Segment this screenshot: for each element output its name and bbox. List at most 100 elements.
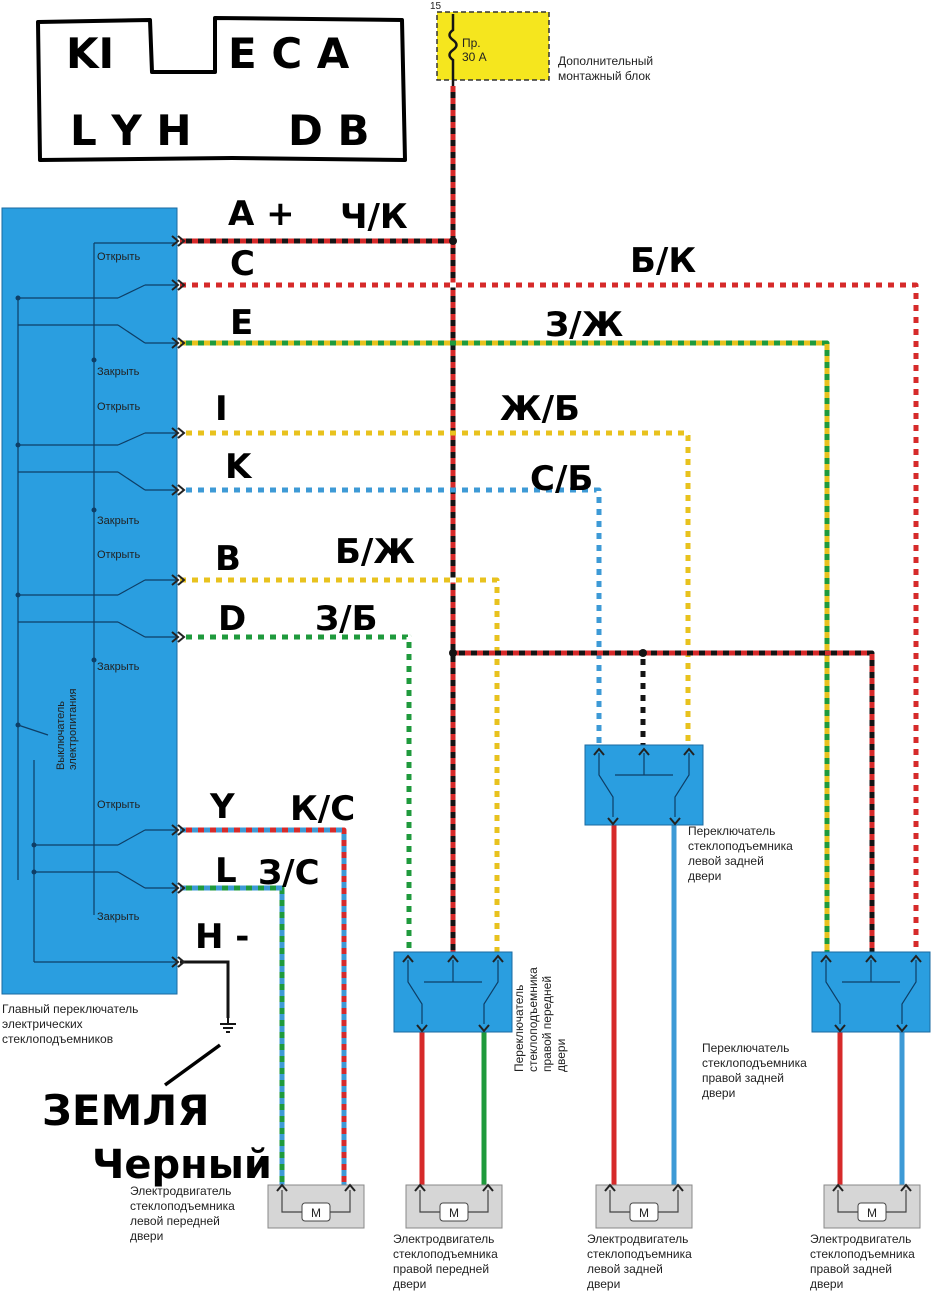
- wire-power-rear-right: [453, 650, 875, 960]
- switch-rear-right-in-arrow-3: [910, 954, 922, 963]
- handwritten-legend-box: [36, 16, 407, 162]
- motor-rear-left-label-2: стеклоподъемника: [587, 1247, 692, 1261]
- pin-e-label: E: [230, 303, 253, 343]
- color-k-label: С/Б: [530, 459, 593, 499]
- close-label-3: Закрыть: [97, 661, 140, 673]
- color-l-label: З/С: [258, 853, 320, 893]
- switch-rear-right-contact-1: [825, 960, 841, 1024]
- main-connector-arrow-1: [171, 235, 186, 247]
- switch-rear-right: [811, 951, 931, 1033]
- motor-front-left-leads: [281, 1190, 351, 1213]
- front-right-switch-label-2: стеклоподъемника: [526, 967, 540, 1072]
- switch-rear-left-contact-2: [674, 753, 690, 817]
- switch-rear-right-out-arrow-1: [834, 1024, 846, 1033]
- switch-front-right-in-arrow-2: [447, 954, 459, 963]
- motor-rear-left-in-arrow-2: [672, 1183, 684, 1192]
- motor-rear-right-label-4: двери: [810, 1277, 843, 1291]
- main-connector-arrow-2: [171, 279, 186, 291]
- motor-rear-right: M: [823, 1183, 921, 1229]
- main-connector-arrow-4: [171, 427, 186, 439]
- legend-row2-b: D B: [288, 106, 370, 155]
- motor-front-left: M: [267, 1183, 365, 1229]
- wire-i-yellow-white: [180, 430, 691, 745]
- fuse-label-1: Пр.: [462, 36, 481, 50]
- switch-rear-left-contact-3: [615, 753, 673, 776]
- fuse-pin: 15: [430, 1, 442, 12]
- close-label-1: Закрыть: [97, 366, 140, 378]
- close-label-4: Закрыть: [97, 911, 140, 923]
- legend-row1-a: KI: [66, 29, 114, 78]
- switch-rear-right-in-arrow-1: [820, 954, 832, 963]
- main-connector-arrow-3: [171, 337, 186, 349]
- motor-front-left-symbol: M: [311, 1206, 321, 1220]
- motor-rear-left-in-arrow-1: [604, 1183, 616, 1192]
- motor-front-right: M: [405, 1183, 503, 1229]
- switch-front-right-contact-3: [424, 960, 482, 983]
- motor-rear-left: M: [595, 1183, 693, 1229]
- main-switch-title-2: электрических: [2, 1017, 83, 1031]
- motor-front-right-leads: [419, 1190, 489, 1213]
- main-switch-module: [1, 207, 178, 995]
- switch-front-right-contact-1: [407, 960, 423, 1024]
- motor-rear-left-symbol: M: [639, 1206, 649, 1220]
- motor-front-right-housing: [439, 1202, 469, 1222]
- close-label-2: Закрыть: [97, 515, 140, 527]
- motor-rear-left-housing: [629, 1202, 659, 1222]
- motor-front-right-in-arrow-1: [414, 1183, 426, 1192]
- wire-c-white-red: [180, 282, 919, 960]
- wire-h-ground: [180, 960, 230, 1018]
- motor-front-right-label-1: Электродвигатель: [393, 1232, 494, 1246]
- color-c-label: Б/К: [630, 241, 696, 281]
- aux-block-label-1: Дополнительный: [558, 54, 653, 68]
- switch-front-right-out-arrow-2: [478, 1024, 490, 1033]
- main-switch-title-1: Главный переключатель: [2, 1002, 138, 1016]
- motor-rear-right-in-arrow-2: [900, 1183, 912, 1192]
- switch-rear-right-out-arrow-2: [896, 1024, 908, 1033]
- main-connector-arrow-7: [171, 631, 186, 643]
- front-right-switch-label-1: Переключатель: [512, 985, 526, 1072]
- ground-label: ЗЕМЛЯ: [42, 1086, 210, 1135]
- switch-rear-right-in-arrow-2: [865, 954, 877, 963]
- switch-rear-right-contact-2: [901, 960, 917, 1024]
- color-d-label: З/Б: [315, 599, 378, 639]
- wire-d-green-white: [180, 634, 412, 960]
- motor-rear-right-symbol: M: [867, 1206, 877, 1220]
- power-switch-label-1: Выключатель: [55, 701, 67, 770]
- switch-rear-left-contact-1: [598, 753, 614, 817]
- motor-rear-right-in-arrow-1: [832, 1183, 844, 1192]
- main-connector-arrow-10: [171, 956, 186, 968]
- switch-rear-left-in-arrow-2: [638, 747, 650, 756]
- aux-block-label-2: монтажный блок: [558, 69, 651, 83]
- rear-left-switch-label-4: двери: [688, 869, 721, 883]
- legend-row1-b: E C A: [228, 29, 350, 78]
- fuse-label-2: 30 А: [462, 50, 487, 64]
- power-switch-label-2: электропитания: [67, 689, 79, 770]
- switch-rear-left-in-arrow-3: [683, 747, 695, 756]
- ground-icon: [220, 1018, 236, 1033]
- pin-k-label: K: [225, 447, 253, 487]
- pin-b-label: B: [215, 539, 241, 579]
- door-switches: [393, 744, 931, 1033]
- ground-pointer-stroke: [163, 1043, 222, 1087]
- junction-dots: [449, 237, 647, 657]
- motor-rear-left-label-1: Электродвигатель: [587, 1232, 688, 1246]
- pin-a-label: A +: [228, 194, 295, 234]
- wire-b-white-yellow: [180, 577, 500, 960]
- motor-front-left-label-1: Электродвигатель: [130, 1184, 231, 1198]
- color-i-label: Ж/Б: [500, 389, 580, 429]
- pin-c-label: C: [230, 244, 255, 284]
- motor-rear-left-leads: [609, 1190, 679, 1213]
- motor-rear-right-housing: [857, 1202, 887, 1222]
- pin-y-label: Y: [209, 787, 235, 827]
- main-connector-arrow-8: [171, 824, 186, 836]
- motor-front-right-label-3: правой передней: [393, 1262, 489, 1276]
- motor-front-left-in-arrow-2: [344, 1183, 356, 1192]
- motor-rear-right-label-2: стеклоподъемника: [810, 1247, 915, 1261]
- switch-front-right: [393, 951, 513, 1033]
- color-a-label: Ч/К: [340, 197, 408, 237]
- front-right-switch-label-4: двери: [554, 1039, 568, 1072]
- front-right-switch-label-3: правой передней: [540, 976, 554, 1072]
